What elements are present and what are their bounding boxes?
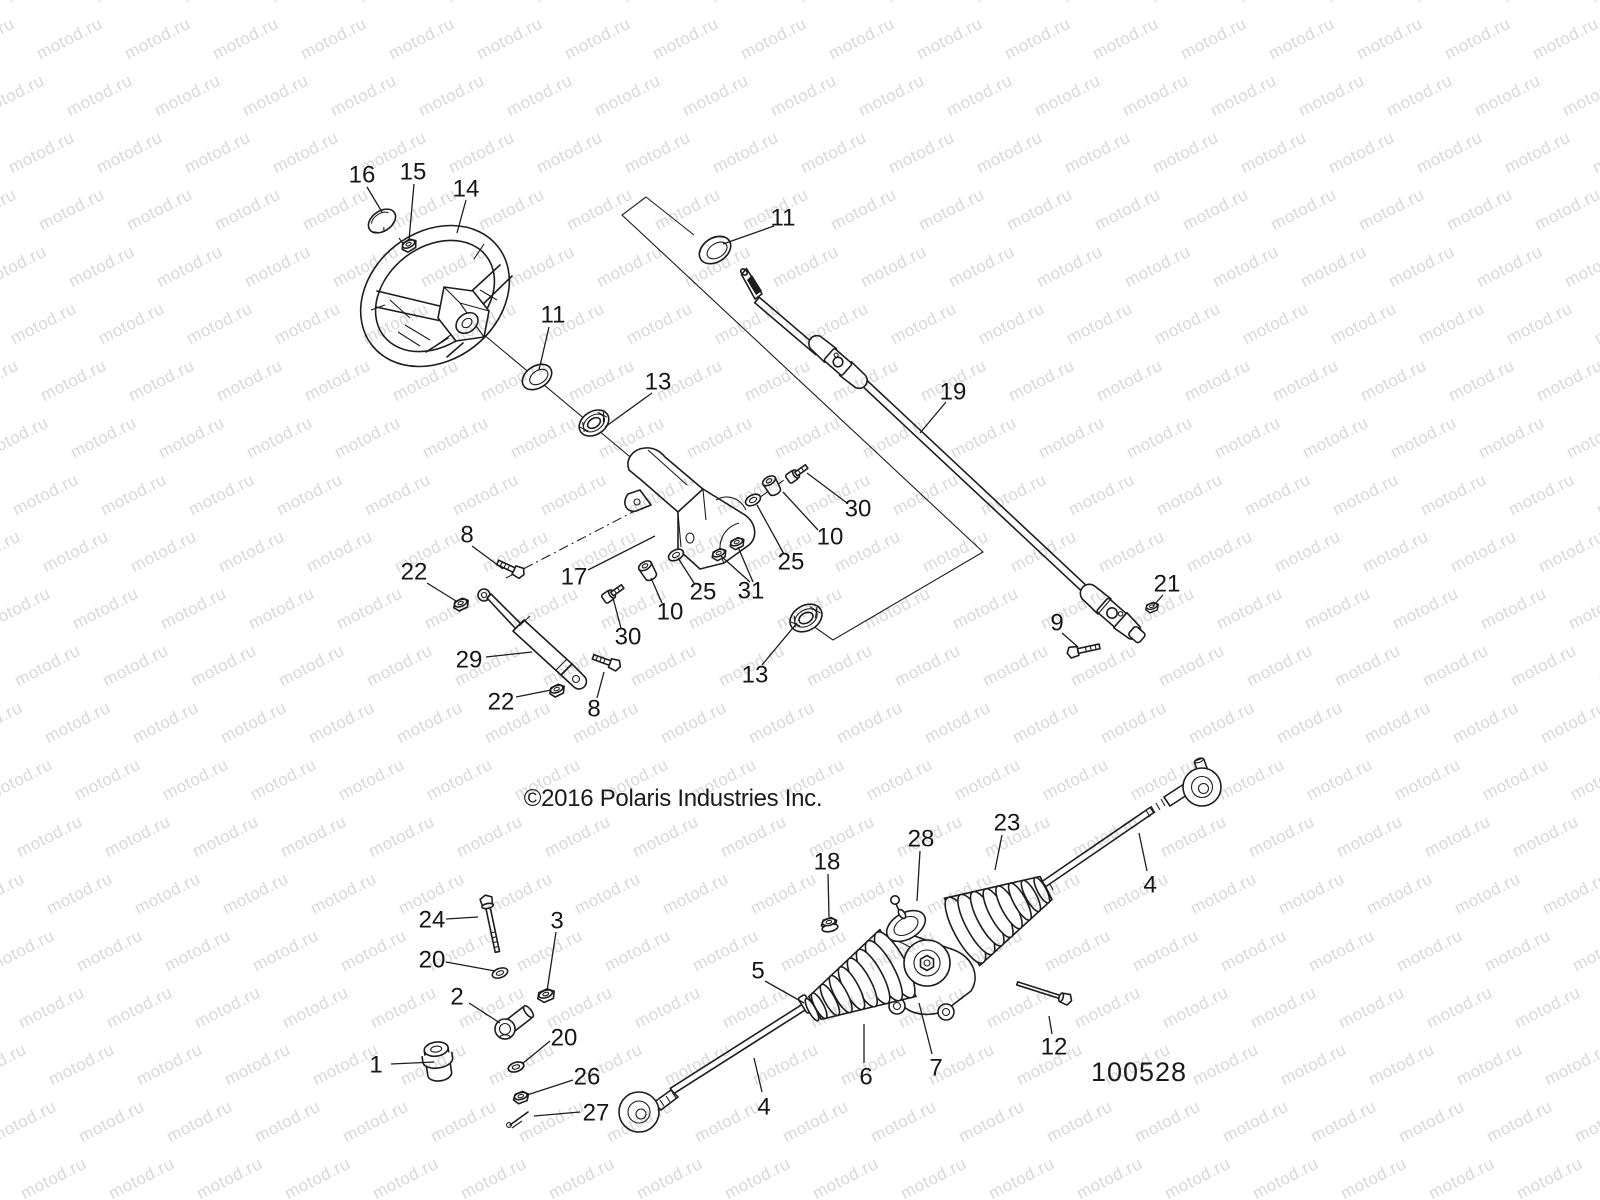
callout-11b: 11 <box>771 204 796 231</box>
callout-24: 24 <box>419 906 446 933</box>
part-number: 100528 <box>1091 1057 1187 1087</box>
callout-25b: 25 <box>778 548 805 575</box>
column-bracket <box>624 447 756 570</box>
callout-30b: 30 <box>845 495 872 522</box>
copyright-text: ©2016 Polaris Industries Inc. <box>524 785 822 812</box>
callout-7: 7 <box>929 1054 942 1081</box>
bolt-8-top <box>495 559 525 580</box>
nut-22-top <box>453 597 469 612</box>
callout-13a: 13 <box>645 368 672 395</box>
callout-28: 28 <box>908 825 935 852</box>
callout-27: 27 <box>583 1099 610 1126</box>
tie-rod-hardware <box>421 894 556 1129</box>
steering-shaft <box>739 267 1146 644</box>
callout-26: 26 <box>574 1063 601 1090</box>
left-bellows <box>804 931 916 1022</box>
callout-29: 29 <box>456 646 483 673</box>
seal-11-a <box>521 363 553 391</box>
bearing-13-a <box>578 409 610 437</box>
callout-21: 21 <box>1154 570 1181 597</box>
right-bellows <box>944 876 1051 964</box>
rack-assembly <box>618 757 1222 1133</box>
callout-31: 31 <box>738 577 765 604</box>
callout-11a: 11 <box>541 301 566 328</box>
callout-20b: 20 <box>551 1024 578 1051</box>
cotter-pin <box>506 1111 529 1129</box>
callout-14: 14 <box>453 175 480 202</box>
bearing-13-b <box>789 603 823 633</box>
callout-2: 2 <box>450 983 463 1010</box>
leader-lines <box>366 183 1164 1117</box>
callout-1: 1 <box>369 1051 382 1078</box>
nut-22-bottom <box>549 683 565 698</box>
nut-21 <box>1144 601 1160 614</box>
callout-9: 9 <box>1050 609 1063 636</box>
steering-wheel <box>359 224 513 368</box>
callout-4b: 4 <box>757 1093 770 1120</box>
callout-16: 16 <box>349 161 376 188</box>
callout-6: 6 <box>859 1063 872 1090</box>
callout-18: 18 <box>814 848 841 875</box>
callout-15: 15 <box>400 158 427 185</box>
callout-3: 3 <box>550 907 563 934</box>
callout-13b: 13 <box>742 661 769 688</box>
callout-17: 17 <box>561 563 588 590</box>
steering-damper <box>477 588 588 690</box>
callout-12: 12 <box>1041 1033 1068 1060</box>
callout-30a: 30 <box>615 623 642 650</box>
callout-22b: 22 <box>488 688 515 715</box>
callout-25a: 25 <box>690 578 717 605</box>
callout-20a: 20 <box>419 946 446 973</box>
callout-4a: 4 <box>1143 871 1156 898</box>
callout-8a: 8 <box>460 521 473 548</box>
callout-10b: 10 <box>817 523 844 550</box>
callout-labels: 16 15 14 11 13 11 19 30 10 25 25 31 10 3… <box>349 158 1181 1126</box>
bolt-8-bottom <box>591 653 622 672</box>
callout-22a: 22 <box>401 558 428 585</box>
bolt-12 <box>1015 981 1073 1006</box>
callout-23: 23 <box>994 809 1021 836</box>
seal-11-b <box>698 235 732 265</box>
nut-18 <box>820 916 839 933</box>
bolt-9 <box>1066 643 1101 659</box>
callout-5: 5 <box>751 957 764 984</box>
horn-cap <box>367 208 397 234</box>
alignment-lines <box>482 196 984 641</box>
callout-8b: 8 <box>587 695 600 722</box>
callout-19: 19 <box>940 378 967 405</box>
callout-10a: 10 <box>657 598 684 625</box>
nut-15 <box>401 238 417 253</box>
